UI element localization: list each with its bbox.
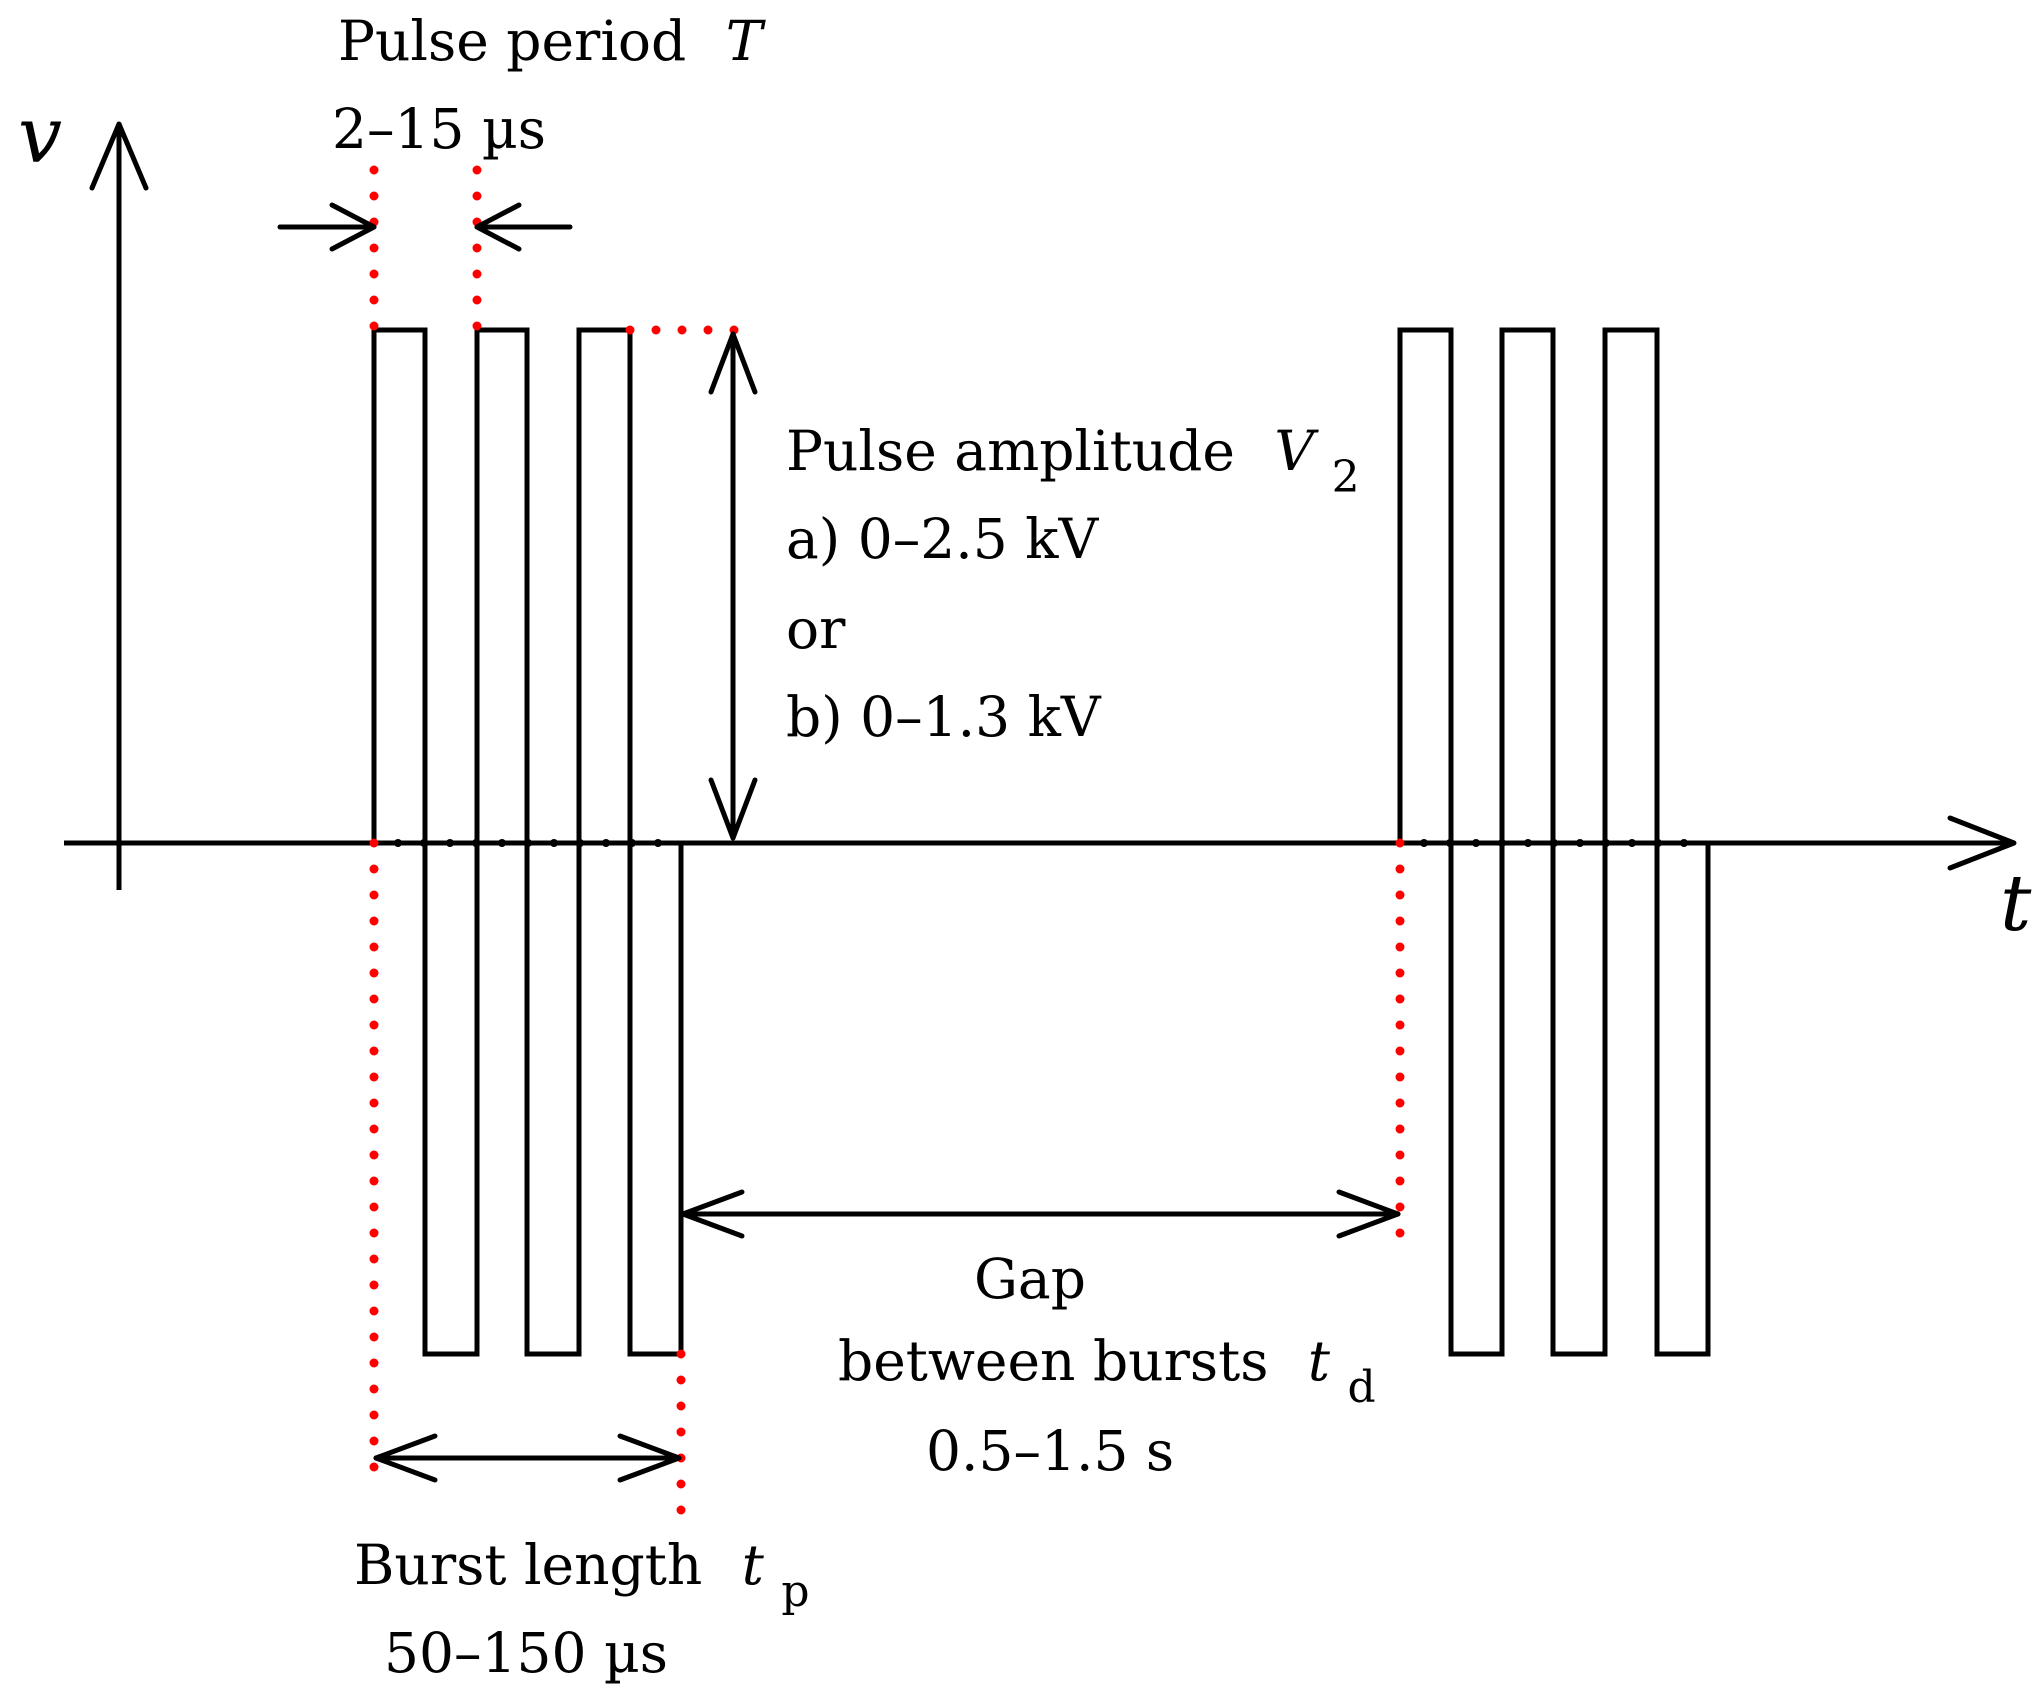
gap-arrow-right-head (1336, 1189, 1401, 1239)
pulse-amplitude-label: Pulse amplitude V 2 (786, 419, 1360, 503)
pulse-amplitude-symbol: V (1274, 419, 1319, 483)
amplitude-or: or (786, 597, 846, 661)
x-axis-label: t (2000, 859, 2032, 949)
pulse-amplitude-text: Pulse amplitude (786, 419, 1235, 483)
pulse-period-symbol: T (726, 9, 767, 73)
amplitude-arrow-bottom-head (708, 777, 758, 841)
amplitude-option-a: a) 0–2.5 kV (786, 507, 1100, 571)
burst-length-text: Burst length (354, 1533, 702, 1597)
period-arrow-left-head (329, 202, 377, 252)
gap-symbol: t (1308, 1329, 1331, 1393)
amplitude-arrow-top-head (708, 331, 758, 395)
pulse-waveform (64, 327, 2010, 1357)
burst-length-symbol: t (742, 1533, 765, 1597)
gap-arrow-left-head (680, 1189, 745, 1239)
y-axis-arrowhead (89, 121, 149, 191)
pulse-amplitude-subscript: 2 (1332, 452, 1360, 503)
gap-label-line2: between bursts t d (838, 1329, 1376, 1413)
pulse-period-text: Pulse period (338, 9, 686, 73)
burst-arrow-right-head (617, 1433, 682, 1483)
gap-subscript: d (1348, 1362, 1376, 1413)
pulse-period-range: 2–15 µs (332, 97, 546, 161)
gap-between-text: between bursts (838, 1329, 1268, 1393)
gap-label-line1: Gap (974, 1247, 1086, 1311)
period-arrow-right-head (474, 202, 522, 252)
pulse-period-label: Pulse period T (338, 9, 767, 73)
burst-arrow-left-head (373, 1433, 438, 1483)
y-axis-label: v (18, 91, 62, 181)
burst-length-label: Burst length t p (354, 1533, 810, 1617)
x-axis-arrowhead (1947, 815, 2017, 871)
gap-range: 0.5–1.5 s (926, 1419, 1174, 1483)
burst-length-range: 50–150 µs (384, 1621, 668, 1685)
amplitude-option-b: b) 0–1.3 kV (786, 685, 1102, 749)
burst-length-subscript: p (781, 1566, 809, 1617)
